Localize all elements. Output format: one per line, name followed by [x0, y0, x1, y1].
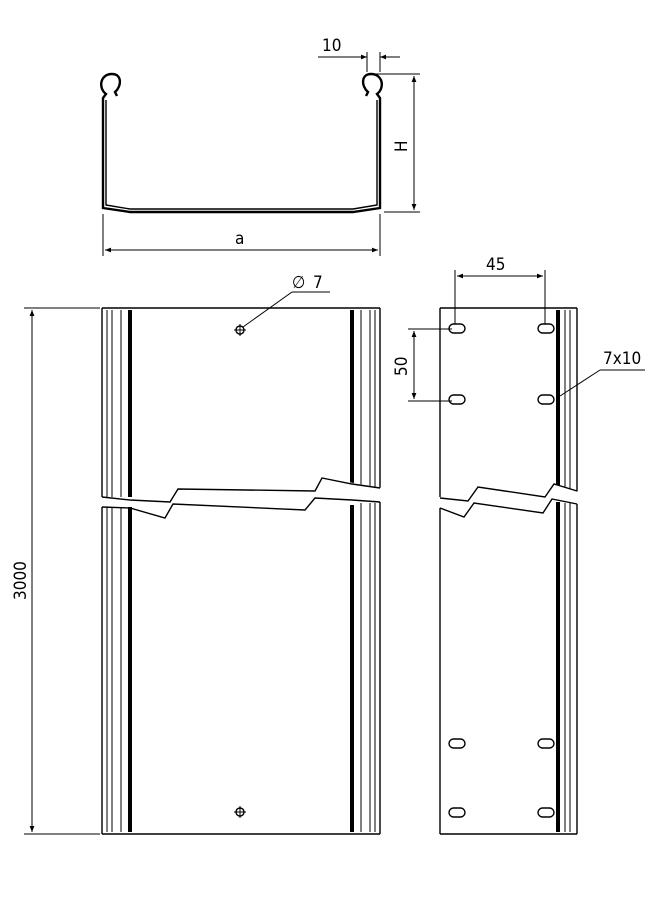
slot [537, 807, 555, 818]
side-view-upper [439, 307, 578, 497]
slot-spacing-vertical-label: 50 [392, 357, 412, 376]
side-break-line [438, 483, 579, 518]
dimension-slot-vertical: 50 [392, 328, 452, 402]
slot [537, 394, 555, 405]
dimension-slot-horizontal: 45 [454, 255, 546, 324]
dimension-width: a [102, 214, 381, 256]
slots [448, 323, 555, 818]
top-view-upper [101, 307, 381, 497]
width-label: a [235, 229, 244, 249]
length-label: 3000 [11, 561, 31, 600]
flange-width-label: 10 [322, 36, 341, 56]
side-view-lower [439, 502, 578, 835]
slot-size-label: 7x10 [603, 349, 641, 369]
break-line [100, 477, 382, 520]
slot [448, 394, 466, 405]
hole-bottom [234, 806, 246, 818]
diameter-symbol: ∅ [292, 273, 305, 293]
dimension-height: H [372, 73, 420, 213]
slot [537, 738, 555, 749]
slot-size-callout: 7x10 [559, 349, 645, 397]
hole-top [234, 324, 246, 336]
slot [537, 323, 555, 334]
cross-section-profile [100, 72, 383, 214]
dimension-flange-width: 10 [318, 36, 400, 72]
slot [448, 738, 466, 749]
slot-spacing-horizontal-label: 45 [486, 255, 505, 275]
slot [448, 807, 466, 818]
top-view-lower [101, 502, 381, 835]
hole-diameter-callout: ∅ 7 [242, 273, 330, 328]
dimension-length: 3000 [11, 307, 100, 835]
hole-diameter-label: 7 [313, 273, 323, 293]
height-label: H [392, 140, 412, 152]
